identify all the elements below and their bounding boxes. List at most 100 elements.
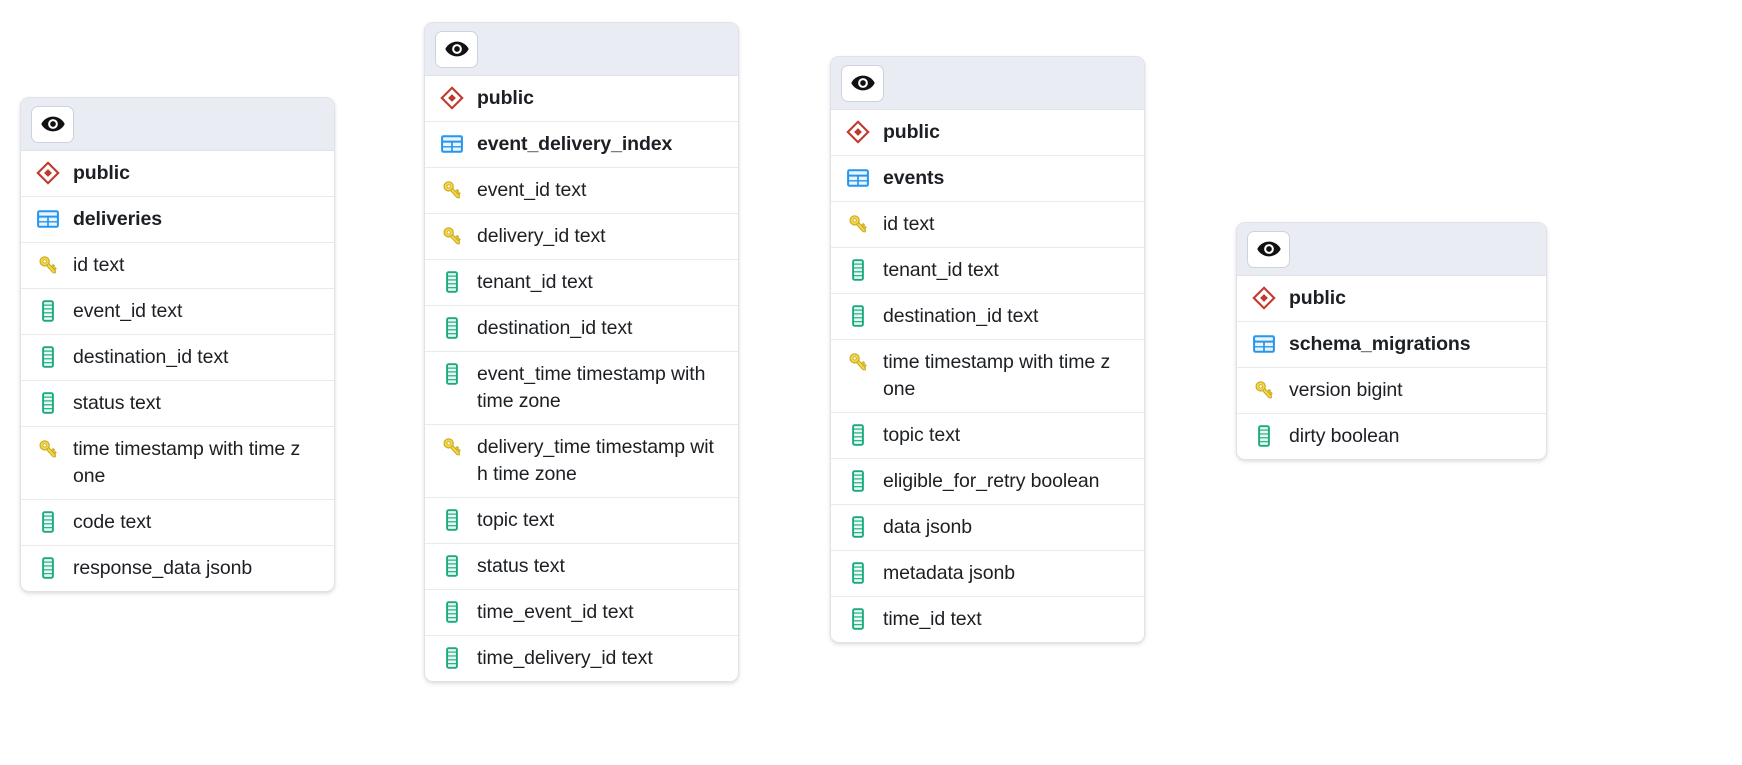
column-row-label: status text	[73, 392, 161, 414]
column-row-label: event_time timestamp with time zone	[477, 363, 706, 412]
visibility-toggle-button[interactable]	[841, 64, 884, 102]
column-row-label: destination_id text	[477, 317, 633, 339]
column-row-label: time_delivery_id text	[477, 647, 653, 669]
column-row-label: data jsonb	[883, 516, 972, 538]
column-row[interactable]: status text	[21, 381, 334, 427]
table-name-row[interactable]: events	[831, 156, 1144, 202]
column-row[interactable]: time_delivery_id text	[425, 636, 738, 681]
eye-icon	[444, 36, 470, 62]
key-icon	[35, 252, 61, 278]
visibility-toggle-button[interactable]	[1247, 230, 1290, 268]
column-row-label: time timestamp with time z one	[883, 351, 1111, 400]
column-row-label: dirty boolean	[1289, 425, 1400, 447]
column-row-label: id text	[73, 254, 125, 276]
column-row[interactable]: destination_id text	[831, 294, 1144, 340]
column-icon	[845, 468, 871, 494]
eye-icon	[40, 111, 66, 137]
column-row[interactable]: event_id text	[425, 168, 738, 214]
column-row[interactable]: destination_id text	[425, 306, 738, 352]
key-icon	[439, 177, 465, 203]
column-row-label: topic text	[883, 424, 961, 446]
column-row[interactable]: time_id text	[831, 597, 1144, 642]
key-icon	[1251, 377, 1277, 403]
visibility-toggle-button[interactable]	[31, 105, 74, 143]
column-row[interactable]: time timestamp with time z one	[831, 340, 1144, 413]
column-row[interactable]: topic text	[425, 498, 738, 544]
column-row-label: event_id text	[477, 179, 587, 201]
column-row-label: delivery_id text	[477, 225, 606, 247]
table-grid-icon	[439, 131, 465, 157]
card-header	[1237, 223, 1546, 276]
column-row-label: delivery_time timestamp wit h time zone	[477, 436, 714, 485]
schema-row[interactable]: public	[1237, 276, 1546, 322]
column-icon	[35, 344, 61, 370]
column-row[interactable]: event_id text	[21, 289, 334, 335]
table-name-row[interactable]: event_delivery_index	[425, 122, 738, 168]
column-row-label: topic text	[477, 509, 555, 531]
column-row[interactable]: delivery_time timestamp wit h time zone	[425, 425, 738, 498]
column-row-label: tenant_id text	[883, 259, 999, 281]
column-row[interactable]: dirty boolean	[1237, 414, 1546, 459]
schema-row[interactable]: public	[831, 110, 1144, 156]
column-icon	[439, 553, 465, 579]
column-row[interactable]: destination_id text	[21, 335, 334, 381]
column-row-label: id text	[883, 213, 935, 235]
column-icon	[35, 555, 61, 581]
column-row[interactable]: time_event_id text	[425, 590, 738, 636]
column-row[interactable]: event_time timestamp with time zone	[425, 352, 738, 425]
column-row[interactable]: response_data jsonb	[21, 546, 334, 591]
eye-icon	[1256, 236, 1282, 262]
column-icon	[439, 315, 465, 341]
column-row[interactable]: topic text	[831, 413, 1144, 459]
column-row[interactable]: tenant_id text	[425, 260, 738, 306]
schema-row-label: public	[1289, 287, 1346, 309]
table-card: public event_delivery_index event_id text d…	[424, 22, 739, 682]
column-row[interactable]: time timestamp with time z one	[21, 427, 334, 500]
column-row[interactable]: id text	[831, 202, 1144, 248]
schema-diamond-icon	[1251, 285, 1277, 311]
column-row-label: response_data jsonb	[73, 557, 253, 579]
column-row[interactable]: delivery_id text	[425, 214, 738, 260]
column-row-label: version bigint	[1289, 379, 1403, 401]
schema-row-label: public	[883, 121, 940, 143]
column-icon	[439, 361, 465, 387]
column-row[interactable]: code text	[21, 500, 334, 546]
table-name-row-label: schema_migrations	[1289, 333, 1471, 355]
table-grid-icon	[1251, 331, 1277, 357]
column-row[interactable]: data jsonb	[831, 505, 1144, 551]
column-icon	[35, 390, 61, 416]
column-row[interactable]: eligible_for_retry boolean	[831, 459, 1144, 505]
column-row[interactable]: id text	[21, 243, 334, 289]
table-name-row-label: deliveries	[73, 208, 162, 230]
table-name-row[interactable]: schema_migrations	[1237, 322, 1546, 368]
card-header	[831, 57, 1144, 110]
column-row-label: tenant_id text	[477, 271, 593, 293]
table-name-row[interactable]: deliveries	[21, 197, 334, 243]
table-card: public events id text tenant_id text destina…	[830, 56, 1145, 643]
table-name-row-label: events	[883, 167, 945, 189]
schema-row-label: public	[477, 87, 534, 109]
key-icon	[439, 223, 465, 249]
card-header	[21, 98, 334, 151]
schema-diamond-icon	[35, 160, 61, 186]
table-grid-icon	[845, 165, 871, 191]
schema-row[interactable]: public	[425, 76, 738, 122]
column-icon	[845, 303, 871, 329]
column-row-label: time_event_id text	[477, 601, 634, 623]
column-row-label: eligible_for_retry boolean	[883, 470, 1100, 492]
eye-icon	[850, 70, 876, 96]
column-row-label: time timestamp with time z one	[73, 438, 301, 487]
column-row-label: metadata jsonb	[883, 562, 1015, 584]
table-grid-icon	[35, 206, 61, 232]
column-icon	[439, 599, 465, 625]
column-row[interactable]: tenant_id text	[831, 248, 1144, 294]
visibility-toggle-button[interactable]	[435, 30, 478, 68]
column-row[interactable]: metadata jsonb	[831, 551, 1144, 597]
schema-row[interactable]: public	[21, 151, 334, 197]
column-row[interactable]: status text	[425, 544, 738, 590]
column-row[interactable]: version bigint	[1237, 368, 1546, 414]
column-row-label: code text	[73, 511, 152, 533]
column-icon	[35, 298, 61, 324]
column-row-label: destination_id text	[883, 305, 1039, 327]
